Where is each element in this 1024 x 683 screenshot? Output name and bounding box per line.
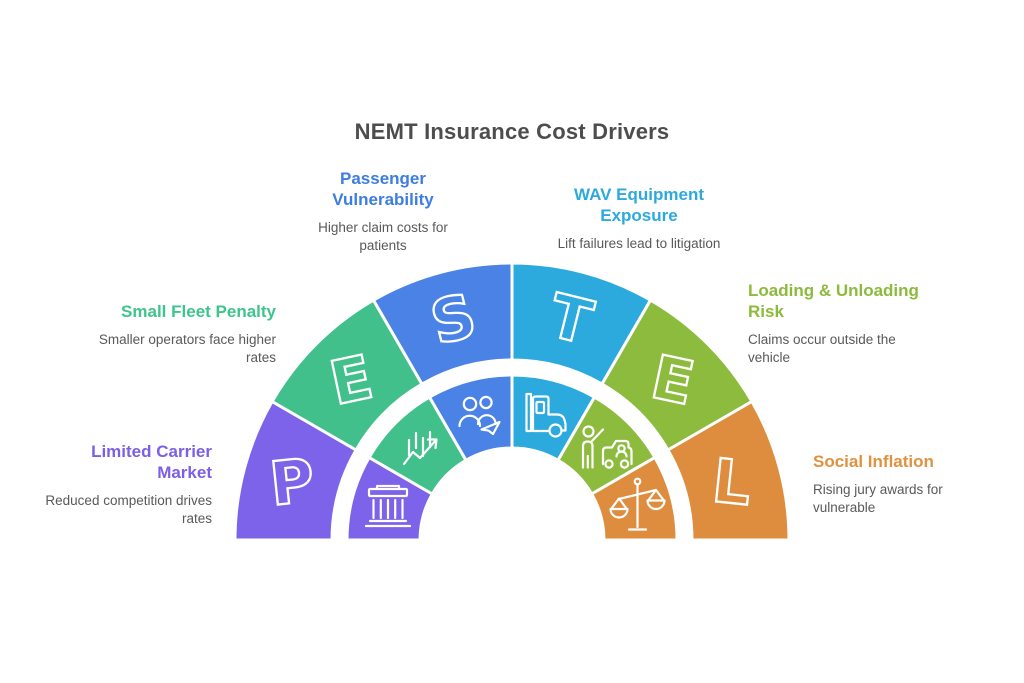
label-title: Passenger Vulnerability	[332, 169, 434, 210]
label-description: Reduced competition drives rates	[45, 493, 212, 526]
label-social-inflation: Social Inflation Rising jury awards for …	[813, 451, 975, 517]
segment-letter-l: L	[709, 446, 754, 520]
page-title: NEMT Insurance Cost Drivers	[354, 119, 670, 144]
inner-segment-l	[590, 456, 679, 542]
growth-chart-icon	[402, 430, 438, 466]
label-description: Claims occur outside the vehicle	[748, 332, 896, 365]
justice-scales-icon	[609, 477, 666, 531]
label-description: Higher claim costs for patients	[318, 220, 448, 253]
curbside-person-icon	[581, 425, 633, 469]
passengers-icon	[458, 395, 501, 436]
label-small-fleet-penalty: Small Fleet Penalty Smaller operators fa…	[84, 301, 276, 367]
label-title: Small Fleet Penalty	[121, 302, 276, 321]
label-limited-carrier-market: Limited Carrier Market Reduced competiti…	[42, 441, 212, 528]
label-title: Loading & Unloading Risk	[748, 281, 919, 322]
truck-icon	[525, 392, 567, 438]
label-description: Smaller operators face higher rates	[98, 332, 276, 365]
label-description: Rising jury awards for vulnerable	[813, 482, 943, 515]
label-title: Social Inflation	[813, 452, 934, 471]
outer-segment-l	[666, 400, 791, 542]
label-title: WAV Equipment Exposure	[573, 185, 704, 226]
label-loading-unloading-risk: Loading & Unloading Risk Claims occur ou…	[748, 280, 934, 367]
bank-icon	[364, 484, 412, 528]
label-description: Lift failures lead to litigation	[557, 236, 721, 252]
segment-letter-p: P	[267, 446, 318, 520]
label-title: Limited Carrier Market	[91, 442, 212, 483]
label-passenger-vulnerability: Passenger Vulnerability Higher claim cos…	[293, 168, 473, 255]
label-wav-equipment-exposure: WAV Equipment Exposure Lift failures lea…	[528, 184, 750, 253]
